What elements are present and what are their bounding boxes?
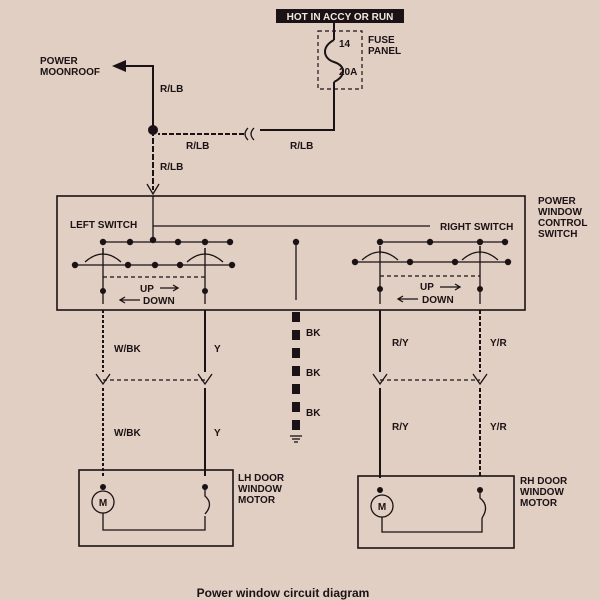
control-switch-label-4: SWITCH (538, 229, 577, 240)
left-switch-up: UP (140, 284, 154, 295)
left-switch-label: LEFT SWITCH (70, 220, 137, 231)
wire-label-bk-1: BK (306, 328, 321, 339)
wire-label-rlb-4: R/LB (160, 162, 183, 173)
fuse-rating: 20A (339, 67, 357, 78)
moonroof-label-1: POWER (40, 56, 79, 67)
lh-motor-box (78, 469, 234, 547)
diagram-caption: Power window circuit diagram (197, 586, 370, 600)
switch-output-terminals (100, 286, 483, 294)
right-switch-down: DOWN (422, 295, 454, 306)
rh-motor-box (357, 475, 515, 549)
wire-label-bk-3: BK (306, 408, 321, 419)
lh-motor-label-1: LH DOOR (238, 473, 285, 484)
rh-motor-label-2: WINDOW (520, 487, 564, 498)
connector-break-icon (244, 127, 255, 141)
wire-label-ry-1: R/Y (392, 338, 409, 349)
rh-motor-symbol: M (378, 502, 386, 513)
lh-motor-label-3: MOTOR (238, 495, 276, 506)
harness-connectors (95, 373, 488, 386)
wire-label-ry-2: R/Y (392, 422, 409, 433)
rh-motor-breaker-icon (479, 490, 487, 519)
power-source-banner (276, 9, 404, 23)
rh-motor-terminal-a (377, 487, 383, 493)
feed-connector-icon (146, 183, 160, 196)
rh-motor-return-wire (381, 517, 483, 533)
wire-label-rlb-2: R/LB (186, 141, 209, 152)
wire-label-bk-2: BK (306, 368, 321, 379)
lh-motor-label-2: WINDOW (238, 484, 282, 495)
right-down-arrow-icon (396, 295, 418, 303)
wire-label-yr-1: Y/R (490, 338, 507, 349)
fuse-panel-outline (317, 30, 363, 90)
wire-label-wbk-1: W/BK (114, 344, 141, 355)
right-up-arrow-icon (440, 283, 462, 291)
right-switch-contacts (292, 238, 512, 266)
lh-motor-return-wire (102, 513, 206, 531)
right-switch-label: RIGHT SWITCH (440, 222, 513, 233)
rh-motor-label-1: RH DOOR (520, 476, 568, 487)
power-source-label: HOT IN ACCY OR RUN (287, 12, 394, 23)
left-down-arrow-icon (118, 296, 140, 304)
fuse-number: 14 (339, 39, 351, 50)
fuse-icon (324, 39, 344, 83)
control-switch-box (56, 195, 526, 311)
left-switch-contacts (71, 236, 236, 269)
rh-motor-label-3: MOTOR (520, 498, 558, 509)
fuse-panel-label-1: FUSE (368, 35, 395, 46)
wire-label-y-2: Y (214, 428, 221, 439)
control-switch-label-2: WINDOW (538, 207, 582, 218)
control-switch-label-1: POWER (538, 196, 577, 207)
right-switch-blades (361, 246, 499, 261)
wire-label-y-1: Y (214, 344, 221, 355)
left-switch-down: DOWN (143, 296, 175, 307)
wire-label-rlb-3: R/LB (290, 141, 313, 152)
fuse-output-wire (260, 82, 335, 131)
wire-label-wbk-2: W/BK (114, 428, 141, 439)
left-up-arrow-icon (160, 284, 180, 292)
moonroof-arrow-icon (112, 60, 126, 72)
fuse-panel-label-2: PANEL (368, 46, 401, 57)
moonroof-wire (124, 65, 154, 130)
ground-icon (290, 435, 302, 443)
control-switch-label-3: CONTROL (538, 218, 587, 229)
wire-label-rlb-1: R/LB (160, 84, 183, 95)
left-switch-blades (84, 248, 224, 263)
right-switch-up: UP (420, 282, 434, 293)
moonroof-label-2: MOONROOF (40, 67, 100, 78)
lh-motor-breaker-icon (204, 487, 211, 515)
wire-label-yr-2: Y/R (490, 422, 507, 433)
lh-motor-symbol: M (99, 498, 107, 509)
